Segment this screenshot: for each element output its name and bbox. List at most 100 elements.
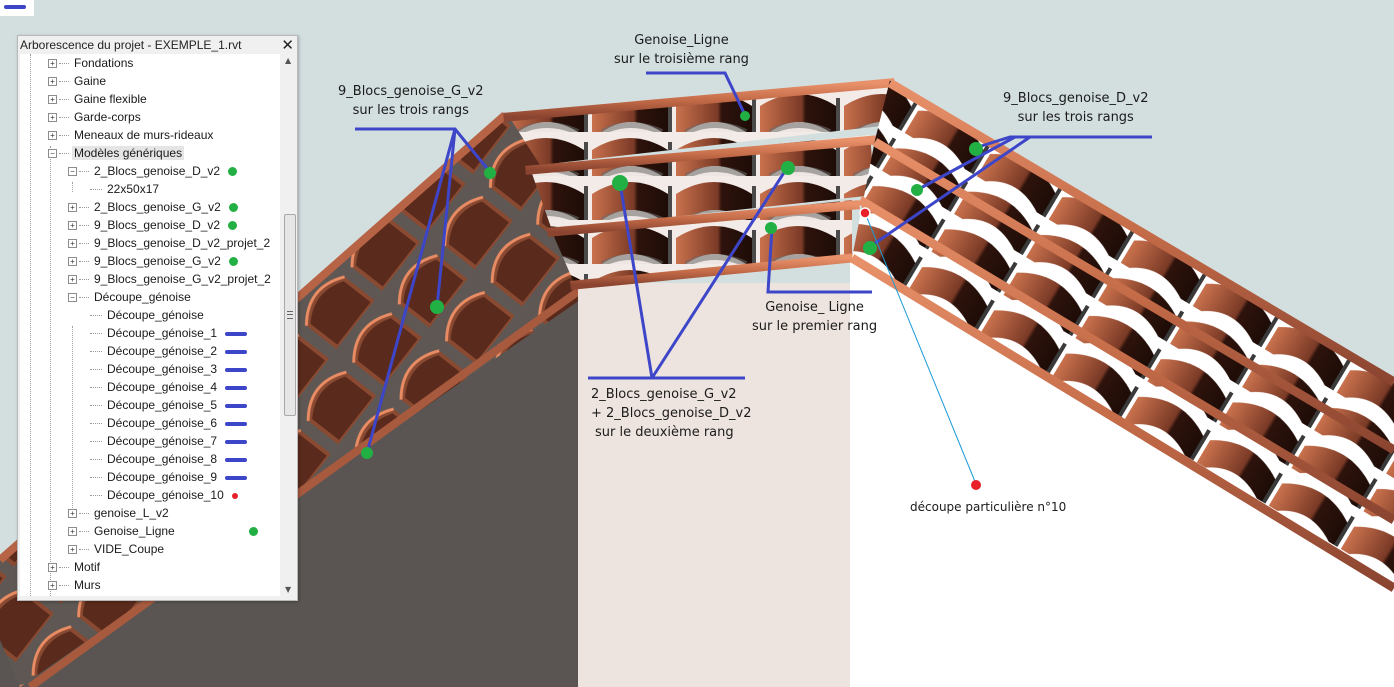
tree-item[interactable]: Découpe_génoise_7	[90, 432, 248, 450]
tree-item[interactable]: +Garde-corps	[48, 108, 143, 126]
annotation-text: découpe particulière n°10	[910, 500, 1067, 514]
annotation-ligne-first: Genoise_ Ligne sur le premier rang	[752, 298, 877, 336]
expand-icon[interactable]: +	[48, 131, 57, 141]
tree-item[interactable]: +Murs	[48, 576, 103, 594]
red-marker-icon	[231, 492, 238, 499]
central-tile-lines	[503, 78, 895, 290]
tree-connector	[90, 333, 102, 335]
blue-marker-icon	[225, 367, 248, 372]
tree-item[interactable]: +9_Blocs_genoise_G_v2_projet_2	[68, 270, 273, 288]
tree-item[interactable]: +genoise_L_v2	[68, 504, 171, 522]
tree-connector	[79, 297, 89, 299]
scroll-up-arrow-icon[interactable]: ▲	[285, 56, 292, 65]
expand-icon[interactable]: +	[48, 113, 57, 123]
expand-icon[interactable]: +	[48, 563, 57, 573]
tree-item[interactable]: −2_Blocs_genoise_D_v2	[68, 162, 238, 180]
expand-icon[interactable]: +	[48, 77, 57, 87]
collapse-icon[interactable]: −	[48, 149, 57, 159]
tree-item[interactable]: Découpe_génoise_1	[90, 324, 248, 342]
expand-icon[interactable]: +	[68, 275, 77, 285]
tree-item-label: Découpe_génoise_9	[107, 470, 218, 484]
expand-icon[interactable]: +	[48, 95, 57, 105]
tree-item[interactable]: Découpe_génoise_3	[90, 360, 248, 378]
green-markers	[361, 111, 983, 459]
tree-item[interactable]: Découpe_génoise_9	[90, 468, 248, 486]
blue-marker-icon	[225, 331, 248, 336]
leader-lines	[355, 71, 1152, 454]
tree-item[interactable]: Découpe_génoise	[90, 306, 206, 324]
tree-item[interactable]: +Gaine	[48, 72, 108, 90]
collapse-icon[interactable]: −	[68, 293, 77, 303]
tree-item-label: Meneaux de murs-rideaux	[74, 128, 214, 142]
annotation-ligne-top: Genoise_Ligne sur le troisième rang	[614, 31, 749, 69]
tree-item[interactable]: Découpe_génoise_5	[90, 396, 248, 414]
scroll-down-arrow-icon[interactable]: ▼	[285, 585, 292, 594]
tree-connector	[79, 243, 89, 245]
expand-icon[interactable]: +	[68, 221, 77, 231]
tree-item[interactable]: Découpe_génoise_8	[90, 450, 248, 468]
tree-connector	[59, 135, 69, 137]
tree-item[interactable]: Découpe_génoise_10	[90, 486, 238, 504]
scrollbar-thumb[interactable]	[284, 214, 296, 416]
tree-item[interactable]: Découpe_génoise_2	[90, 342, 248, 360]
tree-item[interactable]: +2_Blocs_genoise_G_v2	[68, 198, 238, 216]
annotation-text: 2_Blocs_genoise_G_v2	[591, 387, 737, 402]
tree-item[interactable]: Découpe_génoise_4	[90, 378, 248, 396]
annotation-text: sur le troisième rang	[614, 52, 749, 67]
tree-item[interactable]: +Fondations	[48, 54, 135, 72]
expand-icon[interactable]: +	[68, 257, 77, 267]
expand-icon[interactable]: +	[68, 203, 77, 213]
blue-marker-icon	[225, 475, 248, 480]
collapse-icon[interactable]: −	[68, 167, 77, 177]
tree-connector	[79, 207, 89, 209]
tree-item[interactable]: +VIDE_Coupe	[68, 540, 166, 558]
tree-item[interactable]: Découpe_génoise_6	[90, 414, 248, 432]
right-slope-tile-lines	[849, 79, 1394, 592]
tree-item-label: Modèles génériques	[72, 146, 185, 160]
tree-item[interactable]: +Gaine flexible	[48, 90, 149, 108]
annotation-text: 9_Blocs_genoise_G_v2	[338, 84, 484, 99]
tree-item-label: 9_Blocs_genoise_D_v2_projet_2	[94, 236, 271, 250]
tree-connector	[59, 81, 69, 83]
tree-item[interactable]: +Genoise_Ligne	[68, 522, 258, 540]
tree-item[interactable]: +9_Blocs_genoise_D_v2	[68, 216, 238, 234]
expand-icon[interactable]: +	[68, 509, 77, 519]
tree-item[interactable]: 22x50x17	[90, 180, 161, 198]
tree-connector	[79, 225, 89, 227]
tree-item[interactable]: +Motif	[48, 558, 102, 576]
tree-item[interactable]: + Meneaux de murs-rideaux	[48, 126, 215, 144]
tree-item[interactable]: +9_Blocs_genoise_G_v2	[68, 252, 238, 270]
tree-connector	[59, 567, 69, 569]
close-icon[interactable]: ✕	[281, 36, 294, 54]
tree-item-label: Découpe_génoise_1	[107, 326, 218, 340]
project-tree[interactable]: +Fondations+Gaine+Gaine flexible+Garde-c…	[20, 54, 280, 596]
blue-marker-icon	[225, 421, 248, 426]
tree-item-label: Découpe_génoise_8	[107, 452, 218, 466]
expand-icon[interactable]: +	[68, 545, 77, 555]
expand-icon[interactable]: +	[68, 527, 77, 537]
annotation-text: sur le deuxième rang	[595, 425, 734, 440]
leader-decoupe	[864, 212, 977, 485]
tree-item-label: 9_Blocs_genoise_G_v2_projet_2	[94, 272, 271, 286]
expand-icon[interactable]: +	[48, 581, 57, 591]
annotation-text: Genoise_ Ligne	[765, 300, 864, 315]
annotation-deux-blocs: 2_Blocs_genoise_G_v2 + 2_Blocs_genoise_D…	[591, 385, 752, 442]
annotation-text: sur les trois rangs	[352, 103, 469, 118]
tree-item[interactable]: +9_Blocs_genoise_D_v2_projet_2	[68, 234, 272, 252]
tree-item[interactable]: − Modèles génériques	[48, 144, 185, 162]
tree-connector	[59, 63, 69, 65]
tree-connector	[79, 549, 89, 551]
tree-connector	[90, 351, 102, 353]
leader-deux-blocs-2	[618, 182, 654, 379]
annotation-text: sur le premier rang	[752, 319, 878, 334]
tree-item[interactable]: −Découpe_génoise	[68, 288, 193, 306]
blue-marker-icon	[225, 403, 248, 408]
annotation-text: Genoise_Ligne	[634, 33, 729, 48]
tree-guide-line	[50, 146, 51, 596]
marker-green	[484, 167, 496, 179]
expand-icon[interactable]: +	[48, 59, 57, 69]
tree-scrollbar[interactable]: ▲ ▼	[282, 54, 297, 596]
tree-connector	[90, 369, 102, 371]
tree-item-label: Découpe_génoise_7	[107, 434, 218, 448]
expand-icon[interactable]: +	[68, 239, 77, 249]
